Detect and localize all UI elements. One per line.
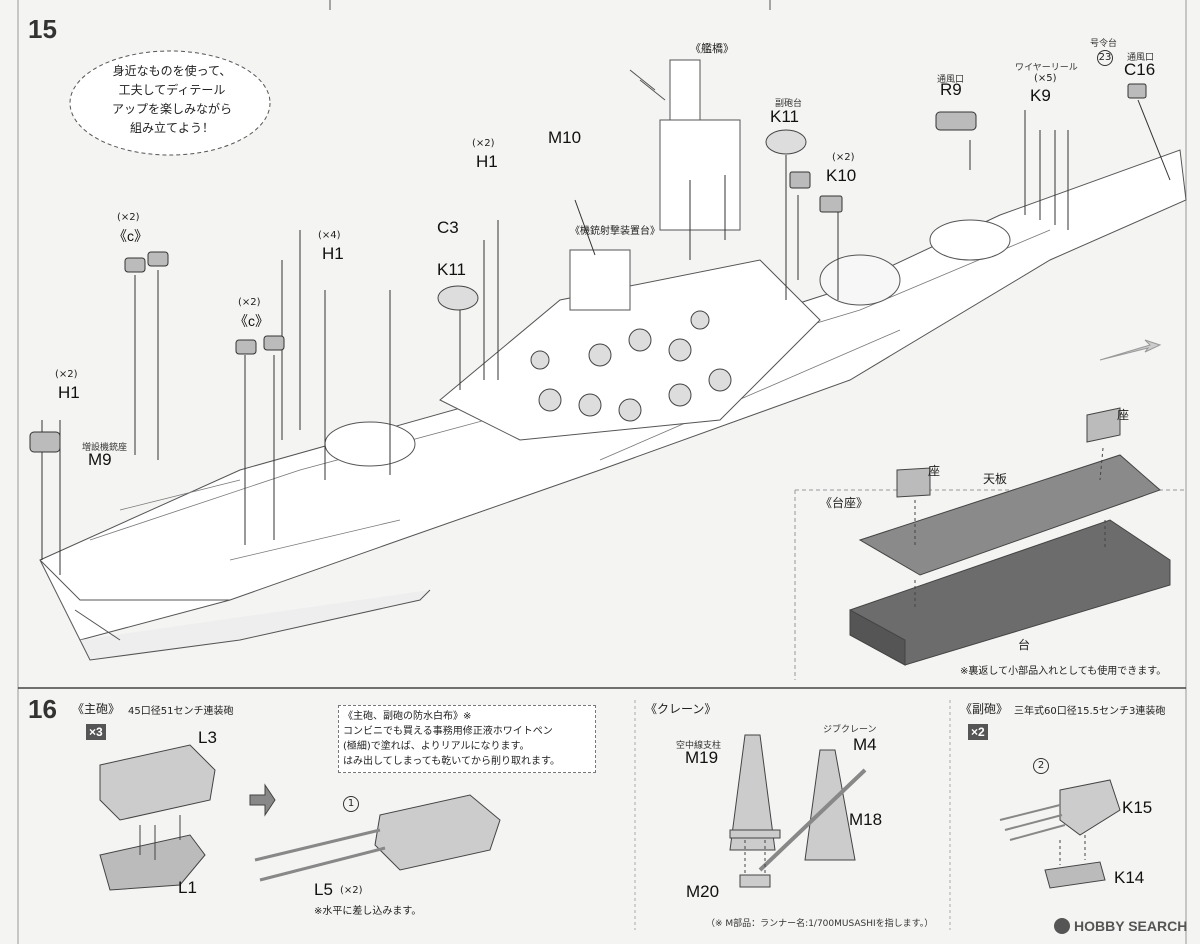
main-gun-subtitle: 45口径51センチ連装砲 bbox=[128, 706, 234, 717]
tip-line-3: アップを楽しみながら bbox=[111, 102, 232, 116]
part-h1-top: H1 bbox=[476, 152, 498, 171]
step-15-number: 15 bbox=[28, 14, 57, 44]
part-r9: R9 bbox=[940, 80, 962, 99]
waterproof-line-3: (極細)で塗れば、よりリアルになります。 bbox=[343, 741, 530, 752]
part-l5: L5 bbox=[314, 880, 333, 899]
waterproof-line-1: 《主砲、副砲の防水白布》※ bbox=[343, 711, 472, 722]
stand-title: 《台座》 bbox=[820, 496, 869, 510]
part-h1-x4: H1 bbox=[322, 244, 344, 263]
bridge-label: 《艦橋》 bbox=[690, 42, 734, 55]
secondary-title: 《副砲》 bbox=[960, 702, 1009, 716]
h1-left-mult: (×2) bbox=[55, 369, 78, 380]
h1-x4-mult: (×4) bbox=[318, 230, 341, 241]
secondary-mult: ×2 bbox=[968, 724, 988, 740]
aerial-small: 空中線支柱 bbox=[676, 741, 722, 751]
k9-mult: (×5) bbox=[1034, 73, 1057, 84]
waterproof-line-4: はみ出してしまっても乾いてから削り取れます。 bbox=[343, 756, 560, 767]
secondary-subtitle: 三年式60口径15.5センチ3連装砲 bbox=[1014, 706, 1166, 717]
h1-top-mult: (×2) bbox=[472, 138, 495, 149]
extra-mg-small: 増設機銃座 bbox=[82, 443, 128, 453]
c-group1-label: 《c》 bbox=[113, 228, 148, 244]
part-m4: M4 bbox=[853, 735, 877, 754]
part-k11-right: K11 bbox=[770, 107, 799, 126]
part-l3: L3 bbox=[198, 728, 217, 747]
signal-number: 23 bbox=[1097, 50, 1113, 66]
part-k14: K14 bbox=[1114, 868, 1145, 887]
part-m19: M19 bbox=[685, 748, 719, 767]
c-group2-mult: (×2) bbox=[238, 297, 261, 308]
stand-seat-right: 座 bbox=[1117, 408, 1130, 422]
runner-note: （※ M部品：ランナー名:1/700MUSASHIを指します。） bbox=[706, 919, 934, 929]
tip-bubble-text: 身近なものを使って、 工夫してディテール アップを楽しみながら 組み立てよう！ bbox=[82, 62, 262, 138]
signal-small: 号令台 bbox=[1090, 39, 1118, 49]
part-k15: K15 bbox=[1122, 798, 1153, 817]
c-group2-label: 《c》 bbox=[234, 313, 269, 329]
watermark: HOBBY SEARCH bbox=[1074, 918, 1188, 934]
part-m9: M9 bbox=[88, 450, 112, 469]
ref-circle-2: 2 bbox=[1033, 758, 1049, 774]
main-gun-parts bbox=[99, 744, 501, 891]
ref-circle-1: 1 bbox=[343, 796, 359, 812]
step-16-number: 16 bbox=[28, 694, 57, 724]
stand-footnote: ※裏返して小部品入れとしても使用できます。 bbox=[960, 666, 1167, 677]
l5-mult: (×2) bbox=[340, 885, 363, 896]
tip-line-4: 組み立てよう！ bbox=[129, 121, 214, 135]
aa-platform-label: 《機銃射撃装置台》 bbox=[570, 226, 660, 237]
main-gun-mult: ×3 bbox=[86, 724, 106, 740]
part-h1-left: H1 bbox=[58, 383, 80, 402]
insert-note: ※水平に差し込みます。 bbox=[314, 906, 422, 917]
crane-title: 《クレーン》 bbox=[645, 702, 717, 716]
secondary-gun-parts bbox=[999, 779, 1121, 889]
tip-bubble bbox=[69, 50, 271, 156]
part-m10: M10 bbox=[548, 128, 582, 147]
crane-parts bbox=[729, 734, 867, 888]
vent-c16-small: 通風口 bbox=[1127, 53, 1155, 63]
stand-parts bbox=[849, 407, 1171, 666]
direction-arrow bbox=[1099, 339, 1162, 361]
secondary-mount-small: 副砲台 bbox=[775, 99, 803, 109]
part-m18: M18 bbox=[849, 810, 883, 829]
part-l1: L1 bbox=[178, 878, 197, 897]
tip-line-1: 身近なものを使って、 bbox=[112, 64, 232, 78]
part-k10: K10 bbox=[826, 166, 857, 185]
part-m20: M20 bbox=[686, 882, 720, 901]
hobbysearch-logo-icon bbox=[1054, 918, 1070, 934]
waterproof-line-2: コンビニでも買える事務用修正液ホワイトペン bbox=[343, 726, 553, 737]
c-group1-mult: (×2) bbox=[117, 212, 140, 223]
stand-top-plate: 天板 bbox=[983, 472, 1008, 486]
stand-seat-left: 座 bbox=[928, 464, 941, 478]
main-gun-title: 《主砲》 bbox=[72, 702, 121, 716]
part-k9: K9 bbox=[1030, 86, 1051, 105]
part-c3: C3 bbox=[437, 218, 459, 237]
k10-mult: (×2) bbox=[832, 152, 855, 163]
part-c16: C16 bbox=[1124, 60, 1156, 79]
stand-base: 台 bbox=[1018, 638, 1031, 652]
vent-r9-small: 通風口 bbox=[937, 75, 965, 85]
jib-small: ジブクレーン bbox=[823, 725, 877, 735]
wire-reel-small: ワイヤーリール bbox=[1015, 63, 1078, 73]
part-k11-left: K11 bbox=[437, 260, 466, 279]
waterproof-note: 《主砲、副砲の防水白布》※ コンビニでも買える事務用修正液ホワイトペン (極細)… bbox=[338, 705, 596, 773]
tip-line-2: 工夫してディテール bbox=[118, 83, 226, 97]
